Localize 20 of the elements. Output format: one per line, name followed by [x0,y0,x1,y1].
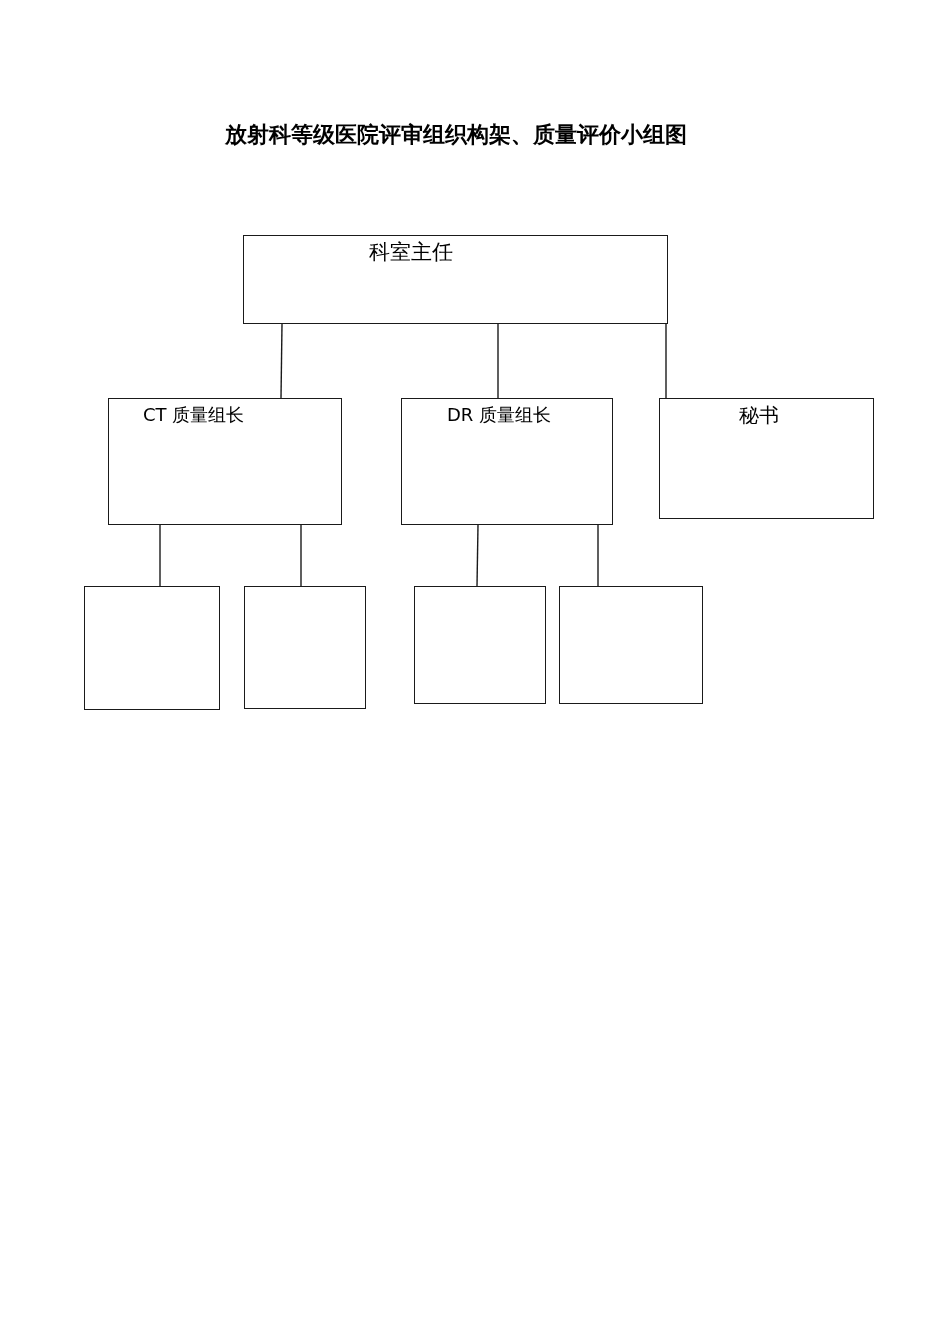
empty-box [559,586,703,704]
connector-line [497,323,499,399]
diagram-title: 放射科等级医院评审组织构架、质量评价小组图 [225,122,687,149]
position-title: DR 质量组长 [447,404,552,426]
connector-line [300,524,302,587]
position-title: 科室主任 [369,240,453,266]
connector-line [159,524,161,587]
position-box [243,235,668,324]
empty-box [414,586,546,704]
connector-line [597,524,599,587]
position-box [401,398,613,525]
connector-line [476,524,479,587]
position-box [659,398,874,519]
position-box [108,398,342,525]
position-title: 秘书 [739,403,779,427]
empty-box [84,586,220,710]
position-title: CT 质量组长 [143,404,245,426]
empty-box [244,586,366,709]
connector-line [665,323,667,399]
connector-line [280,323,283,399]
